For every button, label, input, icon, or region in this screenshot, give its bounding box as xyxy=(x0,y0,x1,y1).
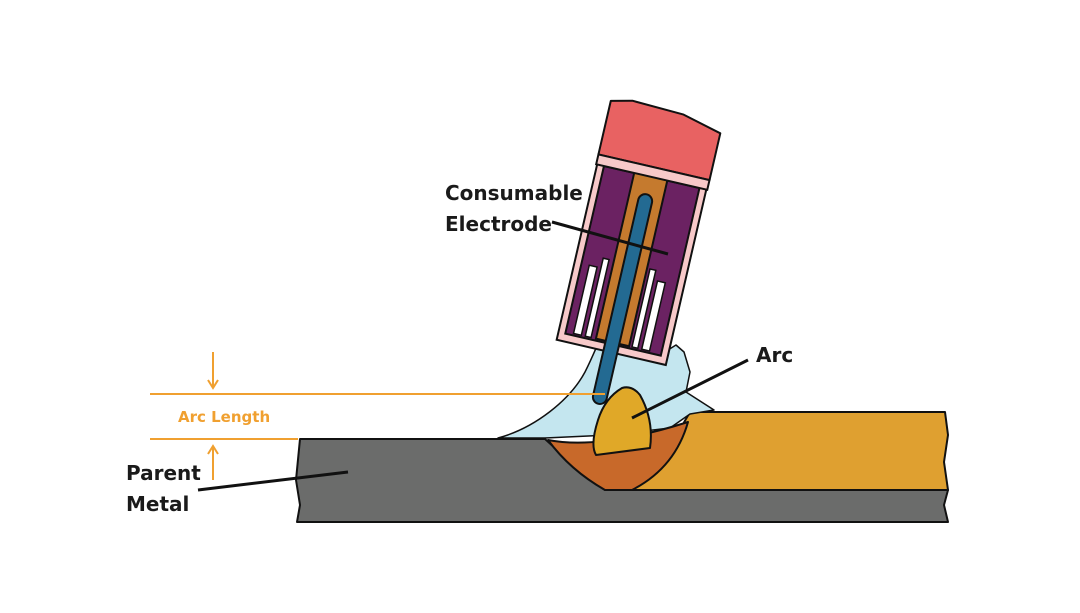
arc-shape xyxy=(592,386,652,456)
parent-metal-label-line1: Parent xyxy=(126,461,201,485)
arc-leader-line xyxy=(631,358,749,420)
nozzle-band xyxy=(594,153,711,192)
arrowhead-up-icon xyxy=(207,444,219,455)
parent-metal-leader-line xyxy=(197,470,349,492)
nozzle-slot xyxy=(584,257,610,339)
arc-label: Arc xyxy=(756,343,793,367)
parent-metal-label-line2: Metal xyxy=(126,492,189,516)
consumable-electrode-label-line1: Consumable xyxy=(445,181,583,205)
nozzle-slot xyxy=(572,264,598,337)
nozzle-slot xyxy=(631,268,657,350)
electrode-leader-line xyxy=(551,220,669,256)
consumable-electrode-label-line2: Electrode xyxy=(445,212,552,236)
welding-torch xyxy=(555,99,722,406)
nozzle-slot xyxy=(640,280,667,352)
arrowhead-down-icon xyxy=(207,379,219,390)
arc-length-label: Arc Length xyxy=(178,408,270,426)
